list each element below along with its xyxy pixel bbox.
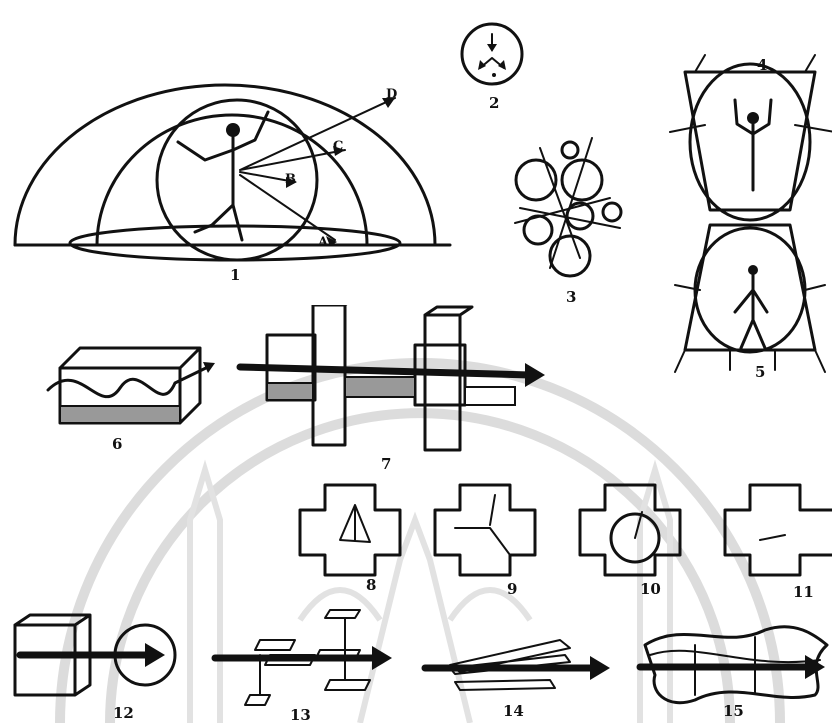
figure-8-11-diagram [295,480,832,580]
figure-2-label: 2 [489,96,499,111]
figure-7-label: 7 [381,457,391,472]
figure-14-diagram [420,630,620,710]
figure-12-label: 12 [113,706,134,721]
figure-12-diagram [5,610,185,710]
figure-7-diagram [235,305,555,455]
figure-4-label: 4 [757,58,767,73]
figure-10-label: 10 [640,582,661,597]
figure-14-label: 14 [503,704,524,719]
figure-2-diagram [452,18,532,98]
fig1-arrow-label-a: A [318,236,328,249]
figure-15-label: 15 [723,704,744,719]
fig1-arrow-label-b: B [285,173,296,186]
figure-9-label: 9 [507,582,517,597]
figure-8-label: 8 [366,578,376,593]
figure-5-label: 5 [755,365,765,380]
figure-1-label: 1 [230,268,240,283]
figure-6-label: 6 [112,437,122,452]
fig1-arrow-label-d: D [386,88,397,101]
figure-3-diagram [500,128,640,288]
figure-13-label: 13 [290,708,311,723]
fig1-arrow-label-c: C [333,140,343,153]
figure-15-diagram [635,615,832,715]
figure-4-5-diagram [665,50,832,440]
figure-6-diagram [40,328,220,438]
figure-3-label: 3 [566,290,576,305]
figure-1-diagram [0,0,480,280]
figure-11-label: 11 [793,585,814,600]
figure-13-diagram [210,600,400,710]
